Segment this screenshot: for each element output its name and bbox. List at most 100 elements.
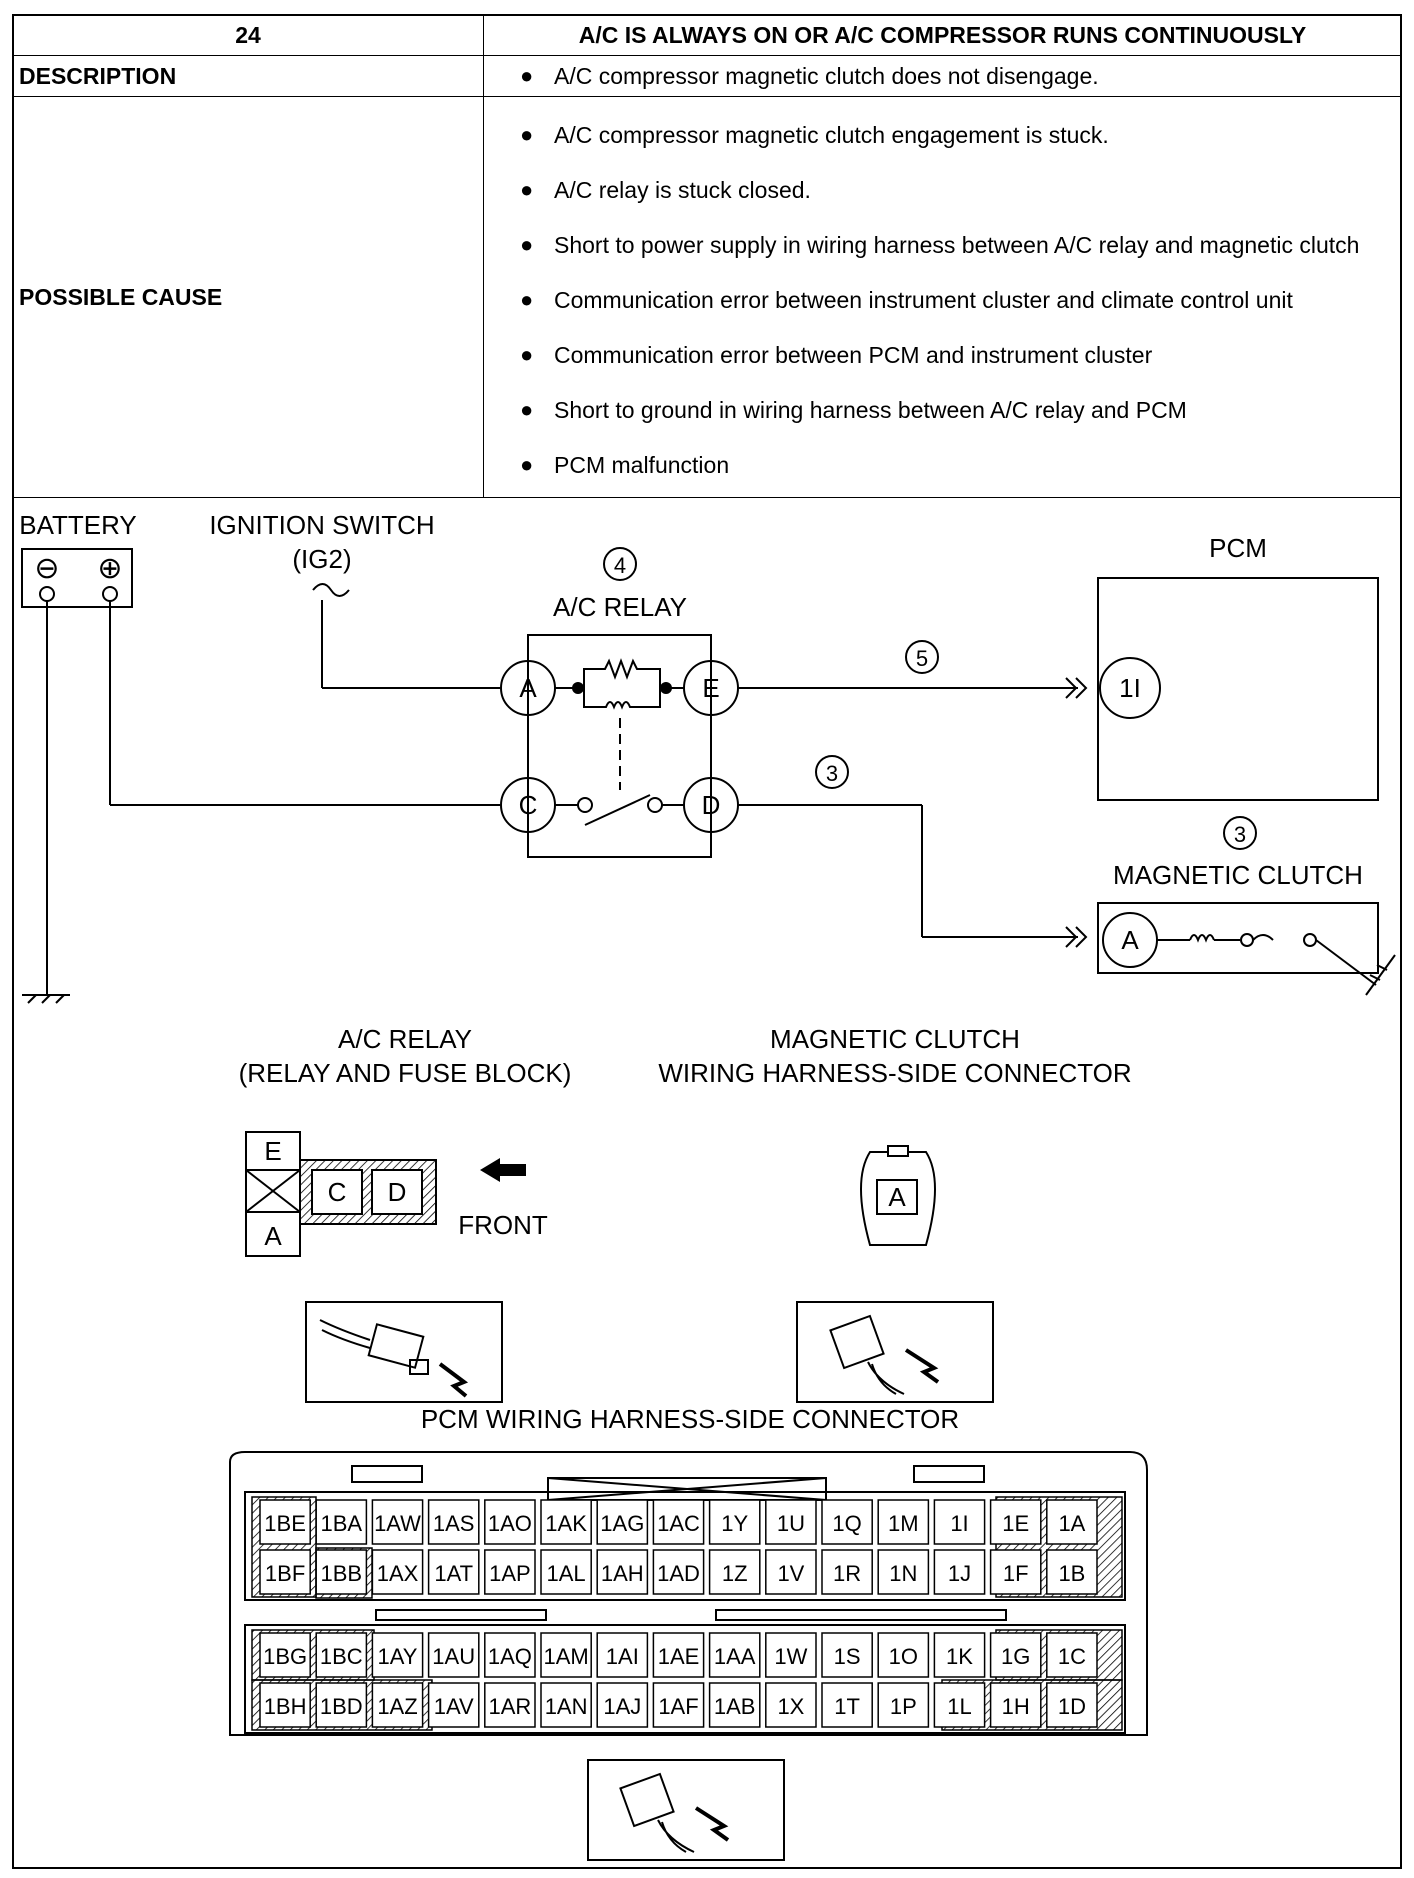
battery-negative-terminal: ⊖: [34, 552, 59, 585]
pcm-pin-label: 1G: [1001, 1644, 1030, 1669]
pcm-pin-label: 1AL: [547, 1561, 586, 1586]
pcm-pin-label: 1AI: [606, 1644, 639, 1669]
relay-box: [527, 634, 712, 858]
clutch-ref-number: 3: [1234, 822, 1246, 847]
pcm-pin-cell: [877, 1549, 930, 1595]
relay-connector-title-2: (RELAY AND FUSE BLOCK): [239, 1058, 572, 1088]
pcm-pin-cell: [484, 1632, 536, 1678]
ignition-switch-icon: [312, 583, 350, 597]
pcm-pin-cell: [259, 1632, 311, 1678]
pcm-pin-cell: [821, 1682, 873, 1728]
pcm-pin-label: 1AJ: [603, 1694, 641, 1719]
pcm-pin-cell: [708, 1499, 761, 1545]
pcm-pin-label: 1AM: [543, 1644, 588, 1669]
pcm-pin-cell: [765, 1549, 817, 1595]
pcm-pin-cell: [1046, 1682, 1098, 1728]
clutch-connector-title-2: WIRING HARNESS-SIDE CONNECTOR: [658, 1058, 1131, 1088]
pcm-pin-label: 1BF: [265, 1561, 305, 1586]
relay-title: A/C RELAY: [553, 592, 687, 622]
pcm-pin-cell: [933, 1499, 986, 1545]
cause-item: Short to power supply in wiring harness …: [520, 231, 1395, 259]
pcm-pin-cell: [315, 1549, 368, 1595]
pcm-pin-label: 1J: [948, 1561, 971, 1586]
pcm-pin-label: 1AR: [489, 1694, 532, 1719]
pcm-pin-cell: [596, 1632, 649, 1678]
pcm-pin-label: 1AW: [374, 1511, 421, 1536]
pcm-pin-label: 1X: [777, 1694, 804, 1719]
pcm-pin-label: 1AH: [601, 1561, 644, 1586]
ground-icon: [22, 994, 70, 1004]
pcm-pin-label: 1W: [774, 1644, 807, 1669]
pcm-pin-label: 1Z: [722, 1561, 748, 1586]
pcm-pin-label: 1B: [1058, 1561, 1085, 1586]
battery-positive-terminal: ⊕: [97, 552, 122, 585]
ignition-switch-label: IGNITION SWITCH: [209, 510, 434, 540]
pcm-pin-label: 1BG: [263, 1644, 307, 1669]
cause-item: Communication error between instrument c…: [520, 286, 1395, 314]
clutch-connector-face: [860, 1145, 936, 1246]
pcm-pin-label: 1AF: [658, 1694, 698, 1719]
pcm-pin-cell: [821, 1549, 873, 1595]
clutch-terminal: A: [1121, 925, 1139, 955]
relay-connector-title-1: A/C RELAY: [338, 1024, 472, 1054]
pcm-pin-cell: [708, 1549, 761, 1595]
pcm-pin-cell: [821, 1499, 873, 1545]
pcm-pin-label: 1U: [777, 1511, 805, 1536]
pcm-pin-cell: [989, 1549, 1042, 1595]
pcm-pin-label: 1AQ: [488, 1644, 532, 1669]
clutch-connector-title-1: MAGNETIC CLUTCH: [770, 1024, 1020, 1054]
pcm-pin-label: 1AE: [658, 1644, 700, 1669]
front-arrow-icon: [480, 1158, 526, 1182]
pcm-pin-label: 1T: [834, 1694, 860, 1719]
pcm-pin-label: 1AZ: [377, 1694, 417, 1719]
pcm-pin-label: 1BH: [264, 1694, 307, 1719]
pcm-pin-label: 1D: [1058, 1694, 1086, 1719]
pcm-pin-cell: [484, 1549, 536, 1595]
pcm-pin-cell: [933, 1549, 986, 1595]
front-label: FRONT: [458, 1210, 548, 1240]
clutch-title: MAGNETIC CLUTCH: [1113, 860, 1363, 890]
pcm-pin-cell: [371, 1549, 424, 1595]
relay-pin-d: D: [388, 1177, 407, 1207]
relay-terminal-d: D: [702, 790, 721, 820]
pcm-pin-cell: [1046, 1549, 1098, 1595]
pcm-pin-label: 1I: [950, 1511, 968, 1536]
pcm-pin-label: 1BB: [321, 1561, 363, 1586]
pcm-pin-cell: [933, 1682, 986, 1728]
wiring-schematic: BATTERY ⊖ ⊕ IGNITION SWITCH (IG2) 4 A/C …: [19, 510, 1396, 1004]
pcm-pin-label: 1AO: [488, 1511, 532, 1536]
pcm-box: [1097, 577, 1379, 801]
pcm-pin-cell: [596, 1549, 649, 1595]
pcm-connector-title: PCM WIRING HARNESS-SIDE CONNECTOR: [421, 1404, 959, 1430]
pcm-pin-cell: [540, 1499, 592, 1545]
pcm-title: PCM: [1209, 533, 1267, 563]
pcm-pin-cell: [989, 1632, 1042, 1678]
pcm-pin-cell: [765, 1632, 817, 1678]
pcm-pin-label: 1AN: [545, 1694, 588, 1719]
pcm-pin-cell: [652, 1499, 705, 1545]
pcm-pin-cell: [708, 1682, 761, 1728]
pcm-pin-label: 1BA: [321, 1511, 363, 1536]
cause-item: Short to ground in wiring harness betwee…: [520, 396, 1395, 424]
pcm-pin-label: 1O: [889, 1644, 918, 1669]
pcm-pin-label: 1AK: [545, 1511, 587, 1536]
pcm-pin-label: 1E: [1002, 1511, 1029, 1536]
cause-item: A/C compressor magnetic clutch engagemen…: [520, 121, 1395, 149]
battery-label: BATTERY: [19, 510, 137, 540]
pcm-pin-label: 1AA: [714, 1644, 756, 1669]
pcm-pin-cell: [652, 1632, 705, 1678]
pcm-pin-cell: [259, 1499, 311, 1545]
cause-item: Communication error between PCM and inst…: [520, 341, 1395, 369]
pcm-pin-label: 1L: [947, 1694, 971, 1719]
pcm-pin-label: 1AY: [378, 1644, 418, 1669]
pcm-harness-icon-box: [587, 1759, 785, 1861]
pcm-pin-label: 1A: [1058, 1511, 1085, 1536]
pcm-pin-label: 1AV: [434, 1694, 474, 1719]
pcm-pin-cell: [596, 1499, 649, 1545]
pcm-pin-cell: [315, 1682, 368, 1728]
pcm-pin-label: 1AC: [657, 1511, 700, 1536]
pcm-pin-cell: [1046, 1632, 1098, 1678]
pcm-connector-housing: [229, 1451, 1148, 1736]
description-item: A/C compressor magnetic clutch does not …: [520, 62, 1395, 90]
